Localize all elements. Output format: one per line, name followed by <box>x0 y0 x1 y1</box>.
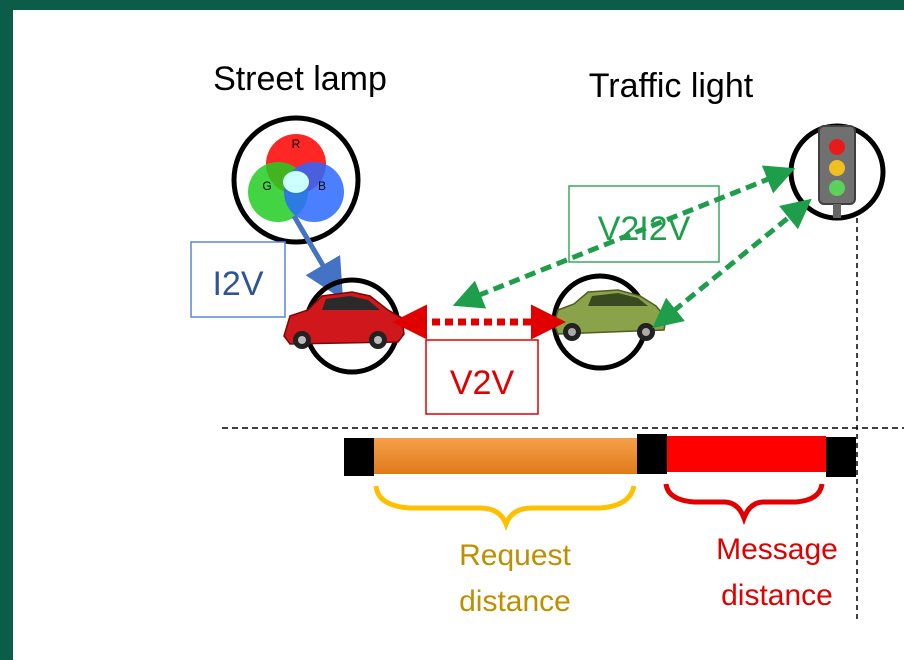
v2i2v-arrow-lower <box>652 198 812 329</box>
v2v-label-box: V2V <box>425 339 539 415</box>
message-distance-label-line1: Message <box>716 533 838 566</box>
rgb-b-letter: B <box>318 179 326 193</box>
rgb-r-letter: R <box>292 137 301 151</box>
bar-endcap-left <box>344 438 374 476</box>
traffic-light-label: Traffic light <box>589 67 754 105</box>
v2v-label: V2V <box>450 364 515 402</box>
request-distance-label-line2: distance <box>459 585 571 618</box>
message-distance-bar <box>658 436 826 472</box>
i2v-label-box: I2V <box>190 241 286 318</box>
red-car-icon <box>283 277 405 375</box>
traffic-light-icon <box>788 123 886 221</box>
message-distance-brace <box>663 483 825 526</box>
message-distance-label-line2: distance <box>721 579 833 612</box>
request-distance-brace <box>373 485 637 532</box>
request-distance-bar <box>360 438 650 474</box>
rgb-lamp-icon: R G B <box>231 115 361 245</box>
bar-endcap-middle <box>637 434 667 474</box>
request-distance-label-line1: Request <box>459 539 571 572</box>
bar-endcap-right <box>826 437 856 477</box>
v2i2v-arrow-upper <box>452 165 796 309</box>
i2v-label: I2V <box>212 265 263 303</box>
rgb-g-letter: G <box>262 179 271 193</box>
i2v-arrow <box>291 214 344 300</box>
street-lamp-label: Street lamp <box>213 60 387 98</box>
